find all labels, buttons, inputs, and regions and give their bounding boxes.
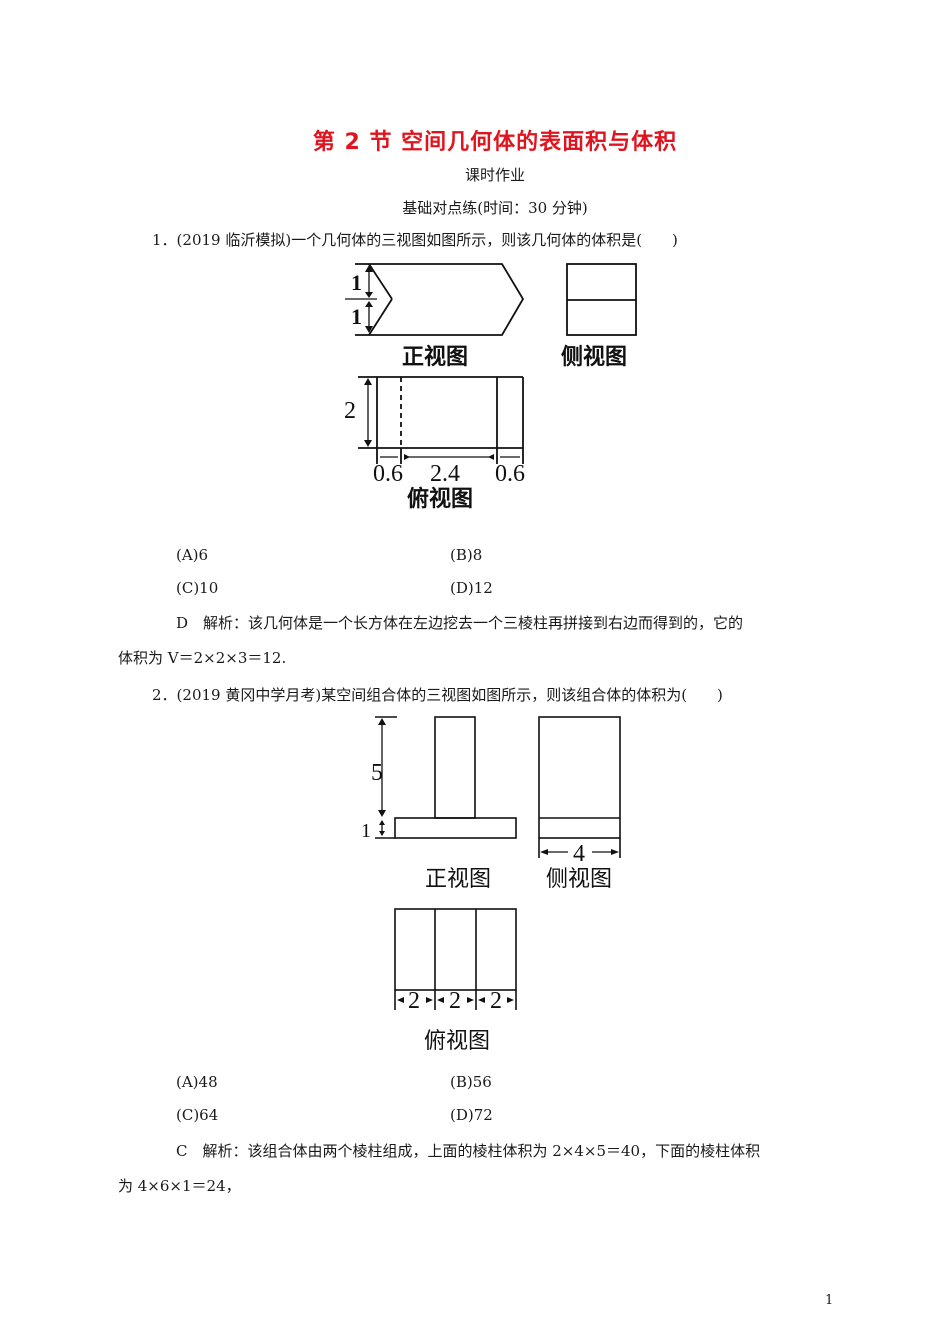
q1-answer-line-1: D 解析：该几何体是一个长方体在左边挖去一个三棱柱再拼接到右边而得到的，它的: [176, 614, 744, 632]
svg-text:2: 2: [449, 988, 461, 1014]
q1-side-view: 侧视图: [561, 263, 637, 370]
svg-text:2: 2: [490, 988, 502, 1014]
question-text: (2019 临沂模拟)一个几何体的三视图如图所示，则该几何体的体积是( ): [176, 231, 678, 249]
front-view-caption: 正视图: [425, 867, 491, 892]
svg-text:1: 1: [351, 270, 362, 295]
question-number: 1．: [152, 231, 177, 249]
side-view-caption: 侧视图: [546, 867, 612, 892]
svg-text:5: 5: [371, 760, 383, 786]
top-view-caption: 俯视图: [424, 1029, 490, 1054]
front-view-caption: 正视图: [402, 344, 468, 370]
q1-answer-line-2: 体积为 V＝2×2×3＝12.: [118, 649, 287, 667]
option-a: (A)6: [176, 546, 209, 564]
q2-front-view: 5 1 正视图: [361, 716, 517, 892]
svg-text:1: 1: [351, 304, 362, 329]
q2-answer-line-2: 为 4×6×1＝24，: [118, 1177, 241, 1195]
q2-top-view: 2 2 2 俯视图: [394, 908, 517, 1054]
page-title: 第 2 节 空间几何体的表面积与体积: [312, 130, 678, 155]
side-view-caption: 侧视图: [561, 344, 627, 370]
q1-front-view: 1 1 正视图: [345, 263, 525, 370]
subtitle: 课时作业: [464, 166, 525, 184]
question-text: (2019 黄冈中学月考)某空间组合体的三视图如图所示，则该组合体的体积为( ): [176, 686, 723, 704]
svg-text:0.6: 0.6: [373, 461, 403, 487]
page-number: 1: [825, 1293, 834, 1308]
question-number: 2．: [152, 686, 177, 704]
question-2-stem: 2．(2019 黄冈中学月考)某空间组合体的三视图如图所示，则该组合体的体积为(…: [152, 684, 723, 705]
option-d: (D)72: [450, 1106, 493, 1124]
svg-text:2: 2: [344, 398, 356, 424]
svg-text:1: 1: [361, 820, 371, 842]
svg-text:0.6: 0.6: [495, 461, 525, 487]
option-c: (C)64: [176, 1106, 219, 1124]
option-c: (C)10: [176, 579, 219, 597]
option-a: (A)48: [176, 1073, 218, 1091]
q1-top-view: 2 0.6 2.4 0.6 俯视图: [344, 376, 525, 512]
option-d: (D)12: [450, 579, 493, 597]
section-heading: 基础对点练(时间：30 分钟): [402, 199, 588, 217]
q2-side-view: 4 侧视图: [538, 716, 621, 892]
q2-answer-line-1: C 解析：该组合体由两个棱柱组成，上面的棱柱体积为 2×4×5＝40，下面的棱柱…: [176, 1142, 761, 1160]
svg-text:2: 2: [408, 988, 420, 1014]
svg-text:2.4: 2.4: [430, 461, 460, 487]
option-b: (B)56: [450, 1073, 492, 1091]
option-b: (B)8: [450, 546, 483, 564]
svg-text:4: 4: [573, 841, 585, 867]
question-1-stem: 1．(2019 临沂模拟)一个几何体的三视图如图所示，则该几何体的体积是( ): [152, 229, 678, 250]
top-view-caption: 俯视图: [407, 486, 473, 512]
